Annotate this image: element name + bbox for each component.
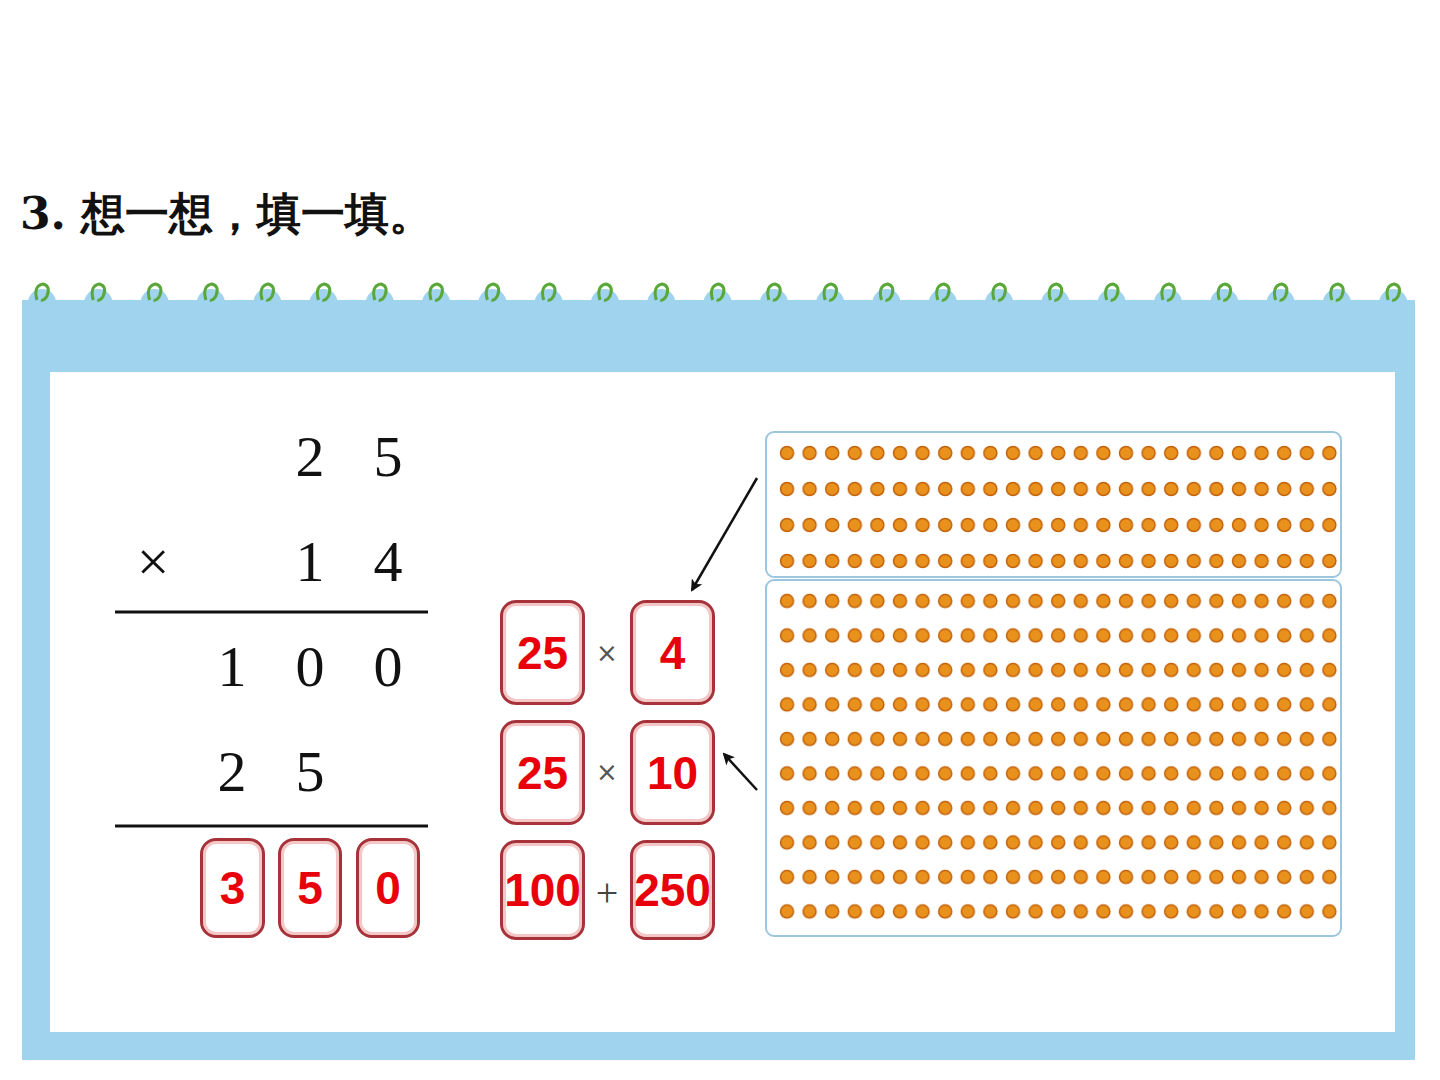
frame bbox=[22, 300, 1415, 1060]
answer-box: 25 bbox=[500, 720, 585, 825]
answer-number: 100 bbox=[504, 867, 581, 913]
digit: 2 bbox=[218, 743, 247, 801]
answer-number: 250 bbox=[634, 867, 711, 913]
answer-number: 10 bbox=[647, 750, 698, 796]
answer-number: 25 bbox=[517, 630, 568, 676]
digit: 0 bbox=[296, 638, 325, 696]
answer-box: 0 bbox=[356, 838, 420, 938]
title: 3. 想一想，填一填。 bbox=[20, 190, 433, 238]
sprout-row bbox=[28, 284, 1407, 317]
answer-number: 0 bbox=[375, 865, 401, 911]
operator-sign: + bbox=[596, 873, 619, 913]
answer-box: 250 bbox=[630, 840, 715, 940]
digit: 4 bbox=[374, 533, 403, 591]
pointer-arrow bbox=[724, 754, 757, 790]
dot-grid bbox=[776, 587, 1341, 932]
answer-box: 5 bbox=[278, 838, 342, 938]
digit: 1 bbox=[296, 533, 325, 591]
dot-panel bbox=[766, 432, 1341, 577]
digit: 0 bbox=[374, 638, 403, 696]
digit: 5 bbox=[374, 428, 403, 486]
frame-inner bbox=[50, 372, 1395, 1032]
answer-box: 10 bbox=[630, 720, 715, 825]
operator-sign: × bbox=[596, 640, 618, 666]
answer-number: 5 bbox=[297, 865, 323, 911]
dot-panel bbox=[766, 580, 1341, 936]
rule-line bbox=[115, 611, 428, 614]
answer-box: 3 bbox=[200, 838, 265, 938]
rule-line bbox=[115, 825, 428, 828]
answer-number: 3 bbox=[220, 865, 246, 911]
answer-box: 25 bbox=[500, 600, 585, 705]
digit: 5 bbox=[296, 743, 325, 801]
answer-box: 100 bbox=[500, 840, 585, 940]
answer-number: 25 bbox=[517, 750, 568, 796]
answer-number: 4 bbox=[660, 630, 686, 676]
digit: 1 bbox=[218, 638, 247, 696]
operator-sign: × bbox=[596, 759, 618, 785]
pointer-arrow bbox=[692, 478, 757, 590]
operator-sign: × bbox=[137, 533, 170, 591]
digit: 2 bbox=[296, 428, 325, 486]
answer-box: 4 bbox=[630, 600, 715, 705]
dot-grid bbox=[776, 440, 1341, 574]
